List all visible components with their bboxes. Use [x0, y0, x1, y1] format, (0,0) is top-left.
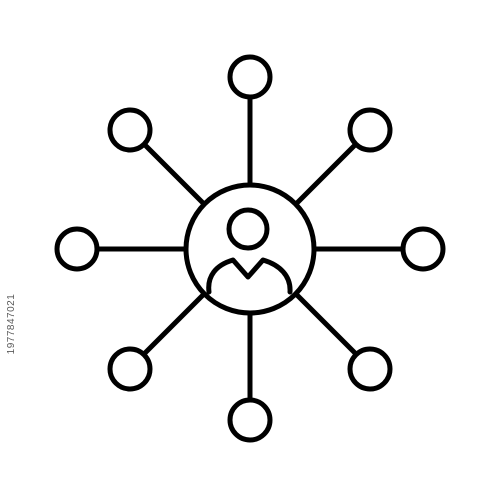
spoke-line-bottom-left	[142, 291, 207, 356]
node-circle-bottom	[227, 397, 273, 443]
spoke-line-top-left	[142, 142, 207, 207]
spoke-line-top-right	[293, 142, 358, 207]
node-circle-top-left	[107, 107, 153, 153]
person-head	[226, 207, 270, 251]
person-body	[206, 257, 293, 295]
spoke-line-bottom-right	[293, 291, 358, 356]
node-circle-bottom-left	[107, 346, 153, 392]
node-circle-bottom-right	[347, 346, 393, 392]
node-circle-top	[227, 54, 273, 100]
node-circle-left	[54, 226, 100, 272]
person-icon	[206, 207, 293, 295]
node-circle-right	[400, 226, 446, 272]
stock-id-watermark: 1977847021	[6, 293, 17, 355]
node-circle-top-right	[347, 107, 393, 153]
